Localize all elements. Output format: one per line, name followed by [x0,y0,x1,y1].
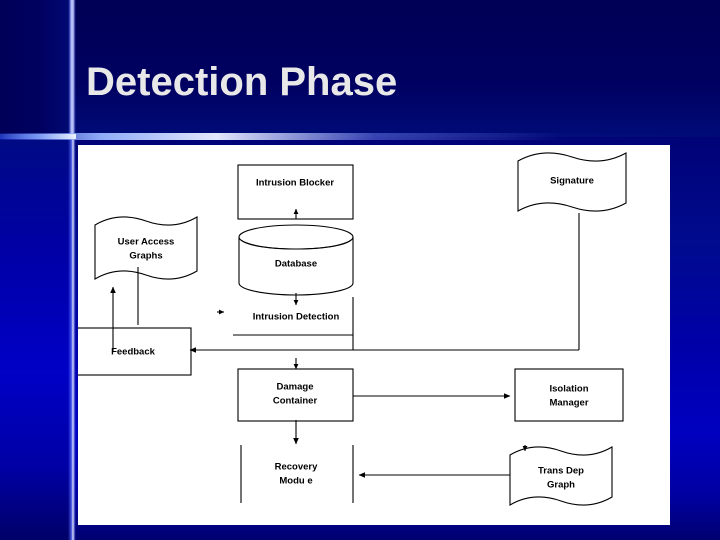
background-panel-top-left [0,0,72,137]
node-label-user-access-graphs-line1: User Access [118,237,175,248]
node-label-database: Database [275,259,317,270]
node-database[interactable]: Database [238,224,354,296]
node-label-damage-container-line2: Container [273,396,318,407]
node-label-isolation-manager-line2: Manager [549,398,588,409]
node-label-trans-dep-graph-line1: Trans Dep [538,466,584,477]
node-label-signature: Signature [550,176,594,187]
node-label-intrusion-detection: Intrusion Detection [253,312,340,323]
node-label-trans-dep-graph-line2: Graph [547,480,575,491]
node-feedback[interactable]: Feedback [78,327,192,376]
node-label-recovery-module-line1: Recovery [275,462,318,473]
node-isolation-manager[interactable]: Isolation Manager [514,368,624,422]
background-panel-bottom-left [0,139,72,540]
node-trans-dep-graph[interactable]: Trans Dep Graph [509,446,613,506]
background-vertical-accent-line-upper [69,0,74,138]
background-horizontal-accent-line-left [0,134,76,139]
background-panel-top-right [74,0,720,137]
node-label-intrusion-blocker: Intrusion Blocker [256,178,334,189]
slide-title: Detection Phase [86,60,398,104]
node-user-access-graphs[interactable]: User Access Graphs [94,216,198,280]
node-intrusion-blocker[interactable]: Intrusion Blocker [237,164,354,220]
diagram-panel: Intrusion Blocker Signature User Access … [78,145,670,525]
node-label-feedback: Feedback [111,347,156,358]
node-label-isolation-manager-line1: Isolation [549,384,588,395]
node-label-damage-container-line1: Damage [277,382,314,393]
detection-phase-flowchart: Intrusion Blocker Signature User Access … [78,145,670,525]
background-horizontal-accent-line [0,133,720,140]
node-intrusion-detection[interactable]: Intrusion Detection [233,312,353,336]
node-signature[interactable]: Signature [517,152,627,212]
node-label-user-access-graphs-line2: Graphs [129,251,162,262]
node-damage-container[interactable]: Damage Container [237,368,354,422]
node-recovery-module[interactable]: Recovery Modu e [240,445,354,503]
background-vertical-accent-line [68,0,76,540]
node-label-recovery-module-line2: Modu e [279,476,312,487]
